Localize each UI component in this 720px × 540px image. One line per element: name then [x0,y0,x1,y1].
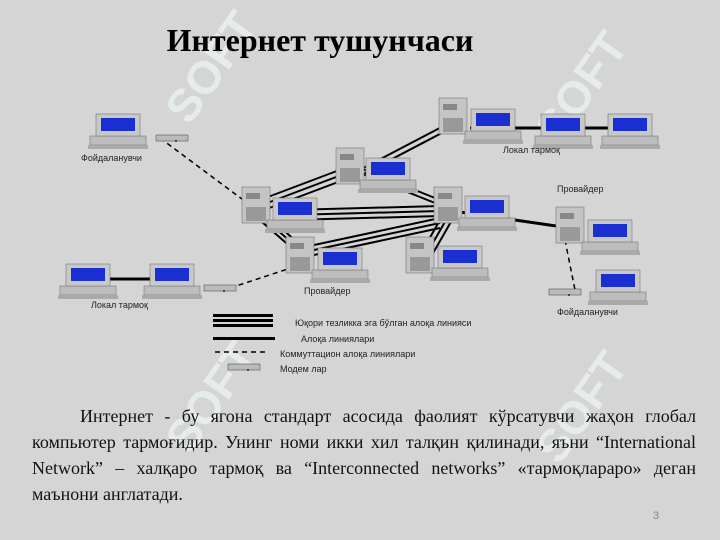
network-diagram [57,97,661,372]
slide-title: Интернет тушунчаси [166,22,474,58]
label-provider: Провайдер [304,286,351,296]
modem-icon [203,284,237,293]
label-provider: Провайдер [557,184,604,194]
server-icon [433,186,463,224]
server-icon [438,97,468,135]
dialup-links [159,137,576,291]
legend-modem: Модем лар [280,364,327,374]
legend-icons [213,314,275,372]
server-icon [285,236,315,274]
server-icon [405,236,435,274]
legend-line: Алоқа линиялари [301,334,375,344]
modem-icon [548,288,582,297]
user-computer-icon [87,113,149,150]
label-lan: Локал тармоқ [503,145,560,155]
legend-high-speed: Юқори тезликка эга бўлган алоқа линияси [295,318,472,328]
server-icon [335,147,365,185]
server-icon [241,186,271,224]
server-icon [555,206,585,244]
legend-dashed: Коммуттацион алоқа линиялари [280,349,416,359]
modem-icon [155,134,189,143]
label-user: Фойдаланувчи [81,153,142,163]
label-lan: Локал тармоқ [91,300,148,310]
body-text: Интернет - бу ягона стандарт асосида фао… [32,406,696,504]
page-number: 3 [653,510,660,522]
label-user: Фойдаланувчи [557,307,618,317]
